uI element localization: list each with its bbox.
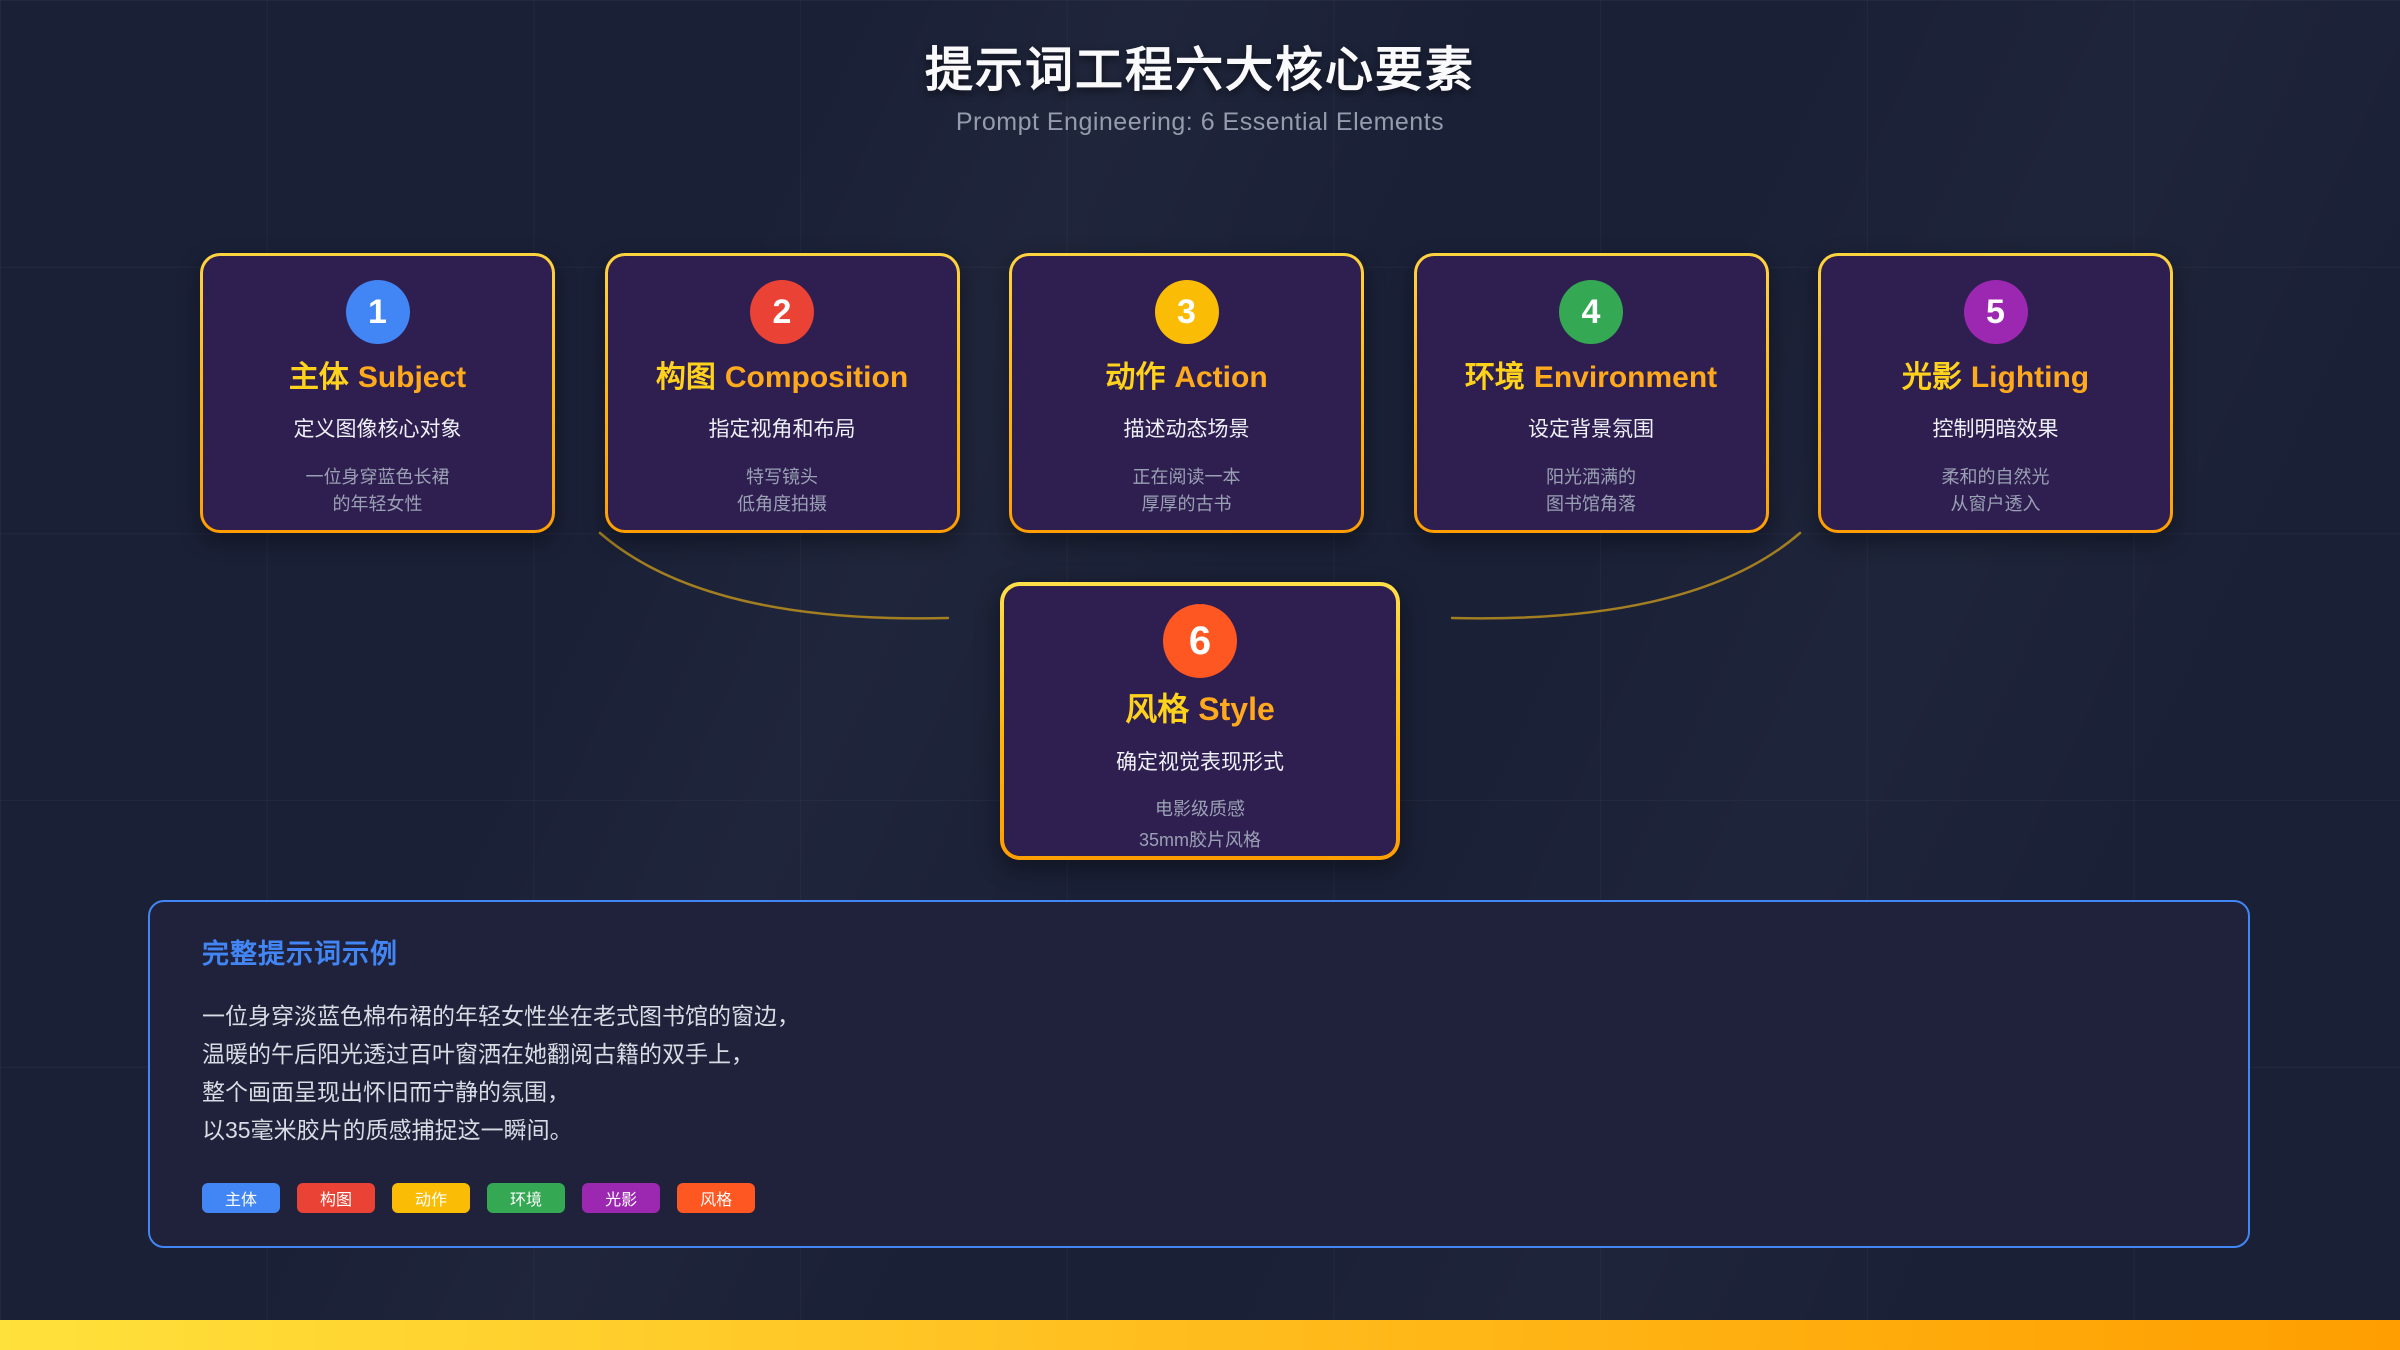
card-example-line: 正在阅读一本 — [1132, 467, 1241, 487]
example-panel-title: 完整提示词示例 — [202, 939, 398, 969]
card-example-line: 一位身穿蓝色长裙 — [305, 467, 450, 487]
card-example-line: 特写镜头 — [746, 467, 818, 487]
card-example-text: 特写镜头 低角度拍摄 — [737, 464, 827, 518]
card-description: 描述动态场景 — [1123, 418, 1250, 441]
card-title-zh: 光影 — [1901, 361, 1962, 394]
tag-lighting: 光影 — [582, 1183, 661, 1213]
connector-left-curve — [598, 531, 950, 620]
card-example-text: 柔和的自然光 从窗户透入 — [1942, 464, 2050, 518]
card-title-zh: 构图 — [655, 361, 716, 394]
card-title-en: Environment — [1533, 361, 1718, 394]
card-title-en: Subject — [357, 361, 467, 394]
card-description: 指定视角和布局 — [708, 418, 856, 441]
card-description: 确定视觉表现形式 — [1116, 751, 1284, 774]
card-example-line: 厚厚的古书 — [1141, 494, 1232, 514]
card-title-en: Composition — [724, 361, 909, 394]
card-title-zh: 环境 — [1464, 361, 1525, 394]
card-example-line: 的年轻女性 — [332, 494, 423, 514]
card-title-zh: 主体 — [288, 361, 349, 394]
tag-composition: 构图 — [297, 1183, 376, 1213]
number-badge-1: 1 — [345, 280, 410, 344]
card-title-zh: 风格 — [1125, 691, 1190, 727]
card-description: 定义图像核心对象 — [293, 418, 462, 441]
card-example-text: 电影级质感 35mm胶片风格 — [1139, 794, 1261, 856]
connector-right-curve — [1450, 531, 1802, 620]
number-badge-4: 4 — [1559, 280, 1623, 344]
card-example-line: 35mm胶片风格 — [1138, 830, 1261, 850]
card-title-zh: 动作 — [1105, 361, 1166, 394]
card-title-en: Action — [1174, 361, 1268, 394]
card-example-line: 从窗户透入 — [1950, 494, 2041, 514]
card-example-line: 电影级质感 — [1154, 799, 1245, 819]
prompt-line: 整个画面呈现出怀旧而宁静的氛围， — [202, 1079, 570, 1105]
card-example-text: 一位身穿蓝色长裙 的年轻女性 — [306, 464, 450, 518]
number-badge-3: 3 — [1154, 280, 1219, 344]
tag-action: 动作 — [392, 1183, 471, 1213]
card-example-line: 柔和的自然光 — [1941, 467, 2050, 487]
example-prompt-text: 一位身穿淡蓝色棉布裙的年轻女性坐在老式图书馆的窗边， 温暖的午后阳光透过百叶窗洒… — [202, 997, 2196, 1149]
page-title: 提示词工程六大核心要素 — [924, 44, 1475, 97]
tag-style: 风格 — [677, 1183, 756, 1213]
card-title-en: Lighting — [1970, 361, 2090, 394]
card-title-en: Style — [1198, 691, 1275, 727]
number-badge-5: 5 — [1963, 280, 2028, 344]
card-description: 控制明暗效果 — [1932, 418, 2059, 441]
prompt-line: 一位身穿淡蓝色棉布裙的年轻女性坐在老式图书馆的窗边， — [202, 1003, 800, 1029]
prompt-line: 以35毫米胶片的质感捕捉这一瞬间。 — [202, 1117, 573, 1143]
card-example-text: 正在阅读一本 厚厚的古书 — [1133, 464, 1241, 518]
element-tags-row: 主体 构图 动作 环境 光影 风格 — [202, 1183, 2196, 1213]
tag-subject: 主体 — [202, 1183, 281, 1213]
card-example-line: 低角度拍摄 — [737, 494, 827, 514]
card-description: 设定背景氛围 — [1528, 418, 1654, 441]
number-badge-6: 6 — [1163, 604, 1237, 678]
number-badge-2: 2 — [750, 280, 814, 344]
page-subtitle: Prompt Engineering: 6 Essential Elements — [955, 108, 1445, 136]
card-example-line: 图书馆角落 — [1546, 494, 1636, 514]
prompt-line: 温暖的午后阳光透过百叶窗洒在她翻阅古籍的双手上， — [202, 1041, 754, 1067]
tag-environment: 环境 — [487, 1183, 566, 1213]
bottom-gradient-bar — [0, 1320, 2400, 1350]
card-example-text: 阳光洒满的 图书馆角落 — [1546, 464, 1636, 518]
full-prompt-example-panel: 完整提示词示例 一位身穿淡蓝色棉布裙的年轻女性坐在老式图书馆的窗边， 温暖的午后… — [148, 900, 2250, 1248]
card-example-line: 阳光洒满的 — [1546, 467, 1636, 487]
